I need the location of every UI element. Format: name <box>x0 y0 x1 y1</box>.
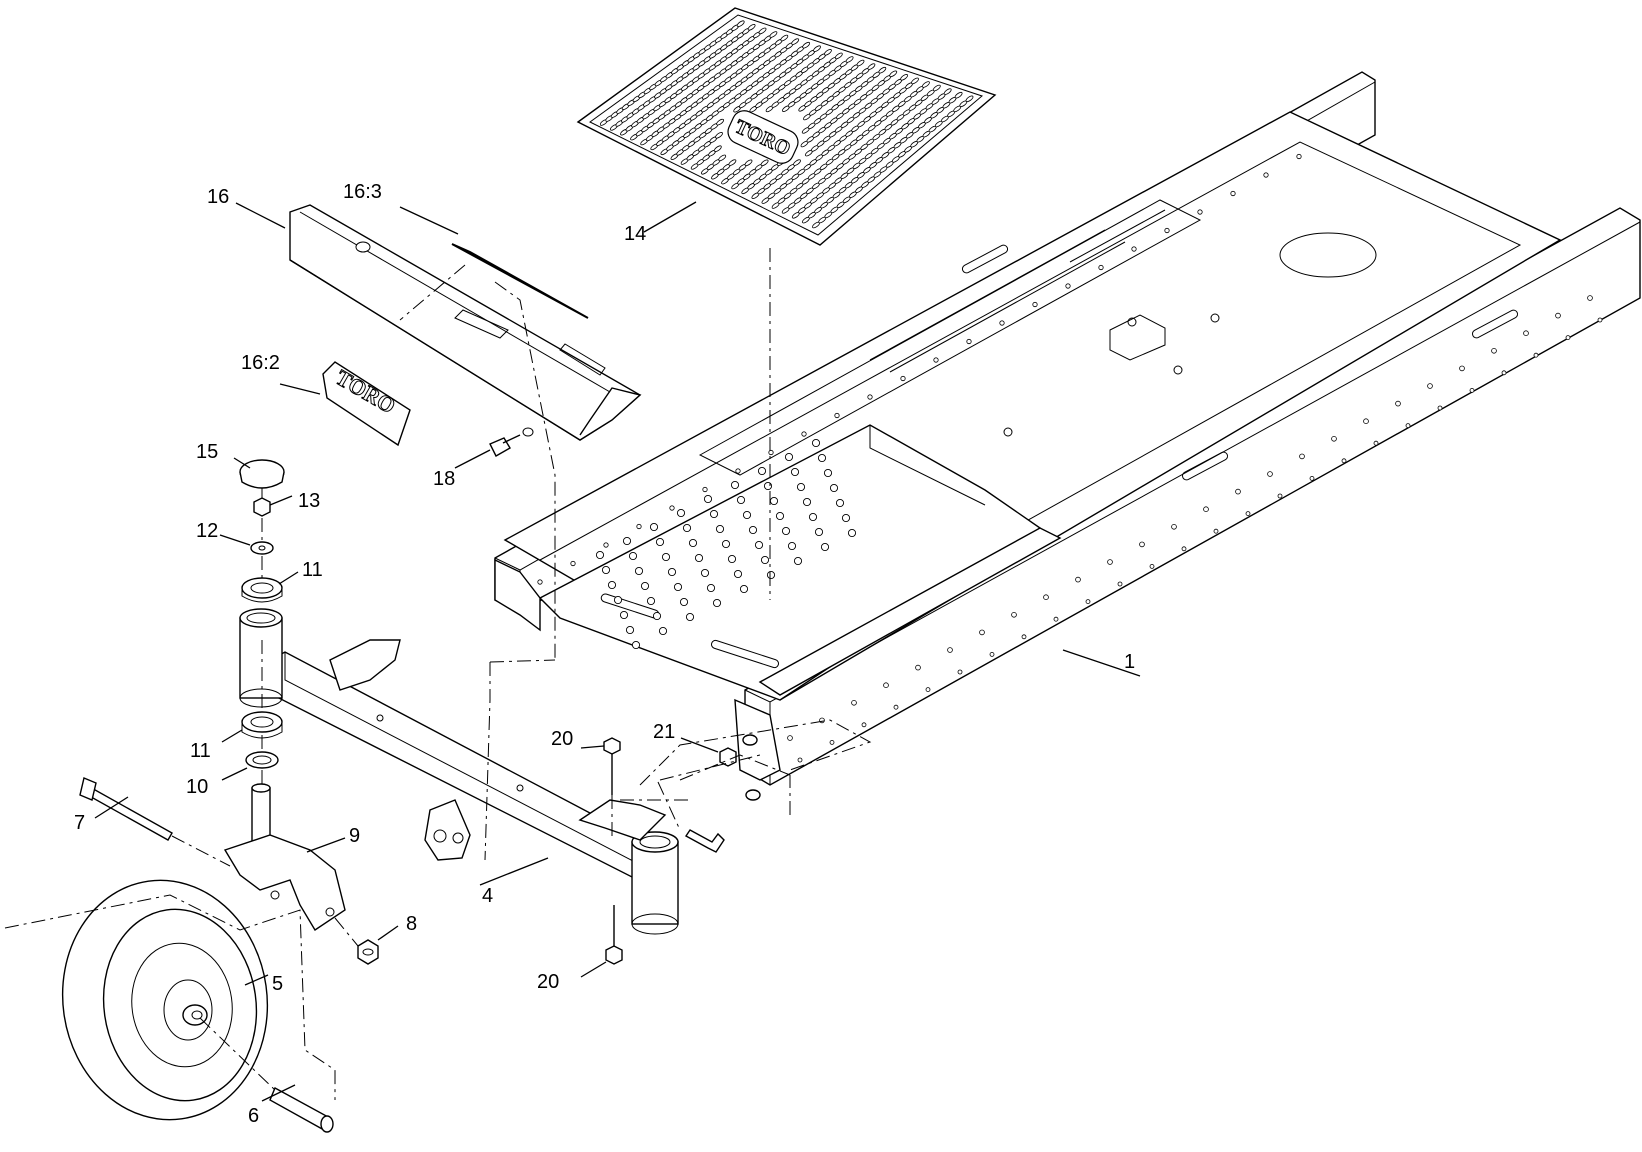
axle-left-spindle-tube <box>239 617 283 699</box>
frame-rear-bracket <box>494 558 541 632</box>
bearing-bottom <box>241 711 283 739</box>
callout-14: 14 <box>624 223 646 245</box>
callout-9: 9 <box>349 825 360 847</box>
floor-mat-tread <box>599 20 974 229</box>
callout-7: 7 <box>74 812 85 834</box>
axle-latch-bracket <box>329 639 401 691</box>
footplate-perforations <box>595 438 857 650</box>
side-bolt <box>684 829 725 853</box>
assembly-lines <box>4 248 872 1100</box>
callout-4: 4 <box>482 885 493 907</box>
mount-bolt-top <box>603 737 621 795</box>
frame-seat-opening <box>1279 232 1377 278</box>
main-frame <box>494 71 1641 786</box>
front-axle <box>239 608 679 935</box>
washer-top <box>250 541 274 555</box>
callout-11-lower: 11 <box>190 740 211 762</box>
caster-bolt <box>79 777 173 841</box>
thrust-washer <box>245 751 279 769</box>
axle-pivot-bracket <box>424 799 471 861</box>
callout-21: 21 <box>653 721 675 743</box>
shroud-bolt <box>489 434 521 457</box>
callout-13: 13 <box>298 490 320 512</box>
wheel-spacer <box>269 1087 334 1133</box>
callout-5: 5 <box>272 973 283 995</box>
callout-20-upper: 20 <box>551 728 573 750</box>
callout-16: 16 <box>207 186 229 208</box>
frame-cutout <box>1109 314 1166 361</box>
callout-labels: 1 4 5 6 7 8 9 10 11 11 12 13 14 15 16 16… <box>74 181 1135 1127</box>
toro-logo-decal: TORO <box>322 361 411 447</box>
axle-mount-bracket <box>578 799 667 841</box>
callout-12: 12 <box>196 520 218 542</box>
axle-right-spindle-tube <box>631 841 679 925</box>
frame-rail-holes <box>537 153 1603 763</box>
mount-bolt-bottom <box>605 905 623 965</box>
frame-cross-member <box>698 199 1202 476</box>
caster-wheel <box>61 879 269 1121</box>
callout-1: 1 <box>1124 651 1135 673</box>
frame-nuts <box>742 734 761 801</box>
callout-15: 15 <box>196 441 218 463</box>
callout-18: 18 <box>433 468 455 490</box>
caster-fork <box>223 783 346 931</box>
callout-8: 8 <box>406 913 417 935</box>
callout-20-lower: 20 <box>537 971 559 993</box>
callout-16-3: 16:3 <box>343 181 382 203</box>
shroud-stripe-decal <box>451 243 589 319</box>
leader-lines <box>94 201 1141 1102</box>
caster-nut <box>357 939 379 965</box>
callout-11-upper: 11 <box>302 559 323 581</box>
bearing-top <box>241 577 283 603</box>
callout-6: 6 <box>248 1105 259 1127</box>
front-shroud <box>289 204 642 441</box>
flange-nut <box>719 747 737 767</box>
dust-cap <box>239 459 285 489</box>
locknut <box>253 497 271 517</box>
floor-mat-logo-plate <box>727 110 799 164</box>
callout-10: 10 <box>186 776 208 798</box>
callout-16-2: 16:2 <box>241 352 280 374</box>
floor-mat: TORO <box>576 7 997 246</box>
